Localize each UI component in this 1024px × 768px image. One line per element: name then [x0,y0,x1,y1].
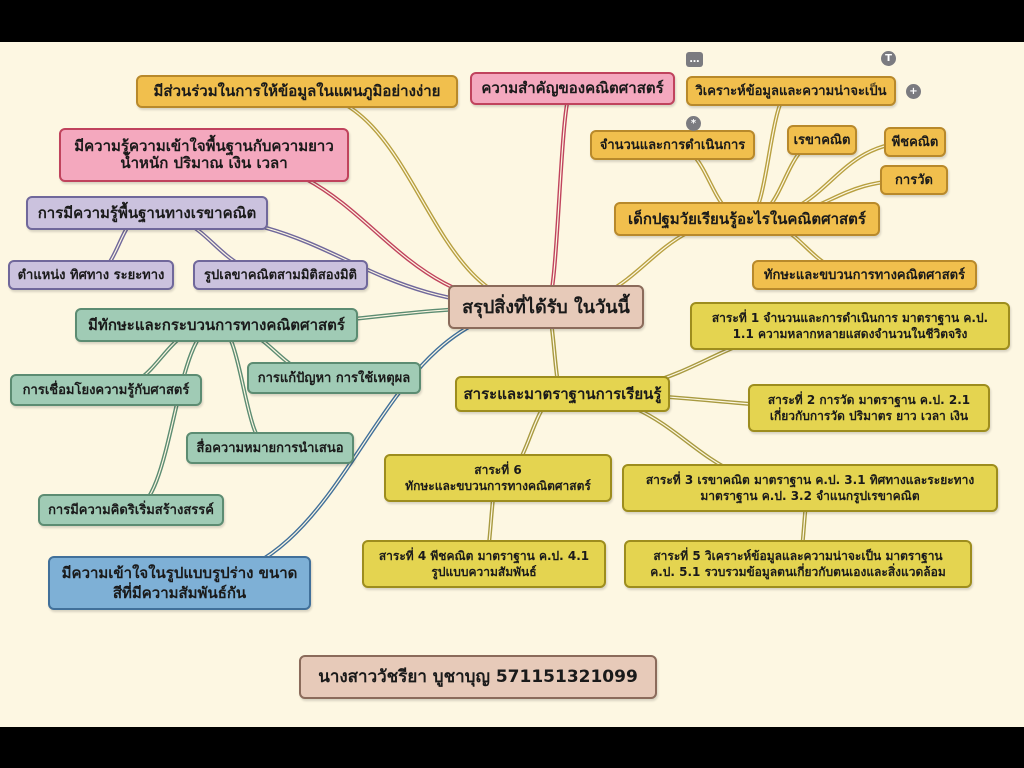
standard-6[interactable]: สาระที่ 6 ทักษะและขบวนการทางคณิตศาสตร์ [384,454,612,502]
subtopic-3d-2d-shapes[interactable]: รูปเลขาคณิตสามมิติสองมิติ [193,260,368,290]
subtopic-connections[interactable]: การเชื่อมโยงความรู้กับศาสตร์ [10,374,202,406]
star-icon[interactable]: * [686,116,701,131]
connector-g-g4 [130,324,217,511]
standard-5[interactable]: สาระที่ 5 วิเคราะห์ข้อมูลและความน่าจะเป็… [624,540,972,588]
add-icon[interactable]: + [906,84,921,99]
topic-patterns[interactable]: มีความเข้าใจในรูปแบบรูปร่าง ขนาด สีที่มี… [48,556,311,610]
more-icon[interactable]: … [686,52,703,67]
subtopic-skills-process[interactable]: ทักษะและขบวนการทางคณิตศาสตร์ [752,260,977,290]
subtopic-position-direction[interactable]: ตำแหน่ง ทิศทาง ระยะทาง [8,260,174,290]
subtopic-creativity[interactable]: การมีความคิดริเริ่มสร้างสรรค์ [38,494,224,526]
topic-measurement-knowledge[interactable]: มีความรู้ความเข้าใจพื้นฐานกับความยาว น้ำ… [59,128,349,182]
subtopic-numbers[interactable]: จำนวนและการดำเนินการ [590,130,755,160]
topic-importance[interactable]: ความสำคัญของคณิตศาสตร์ [470,72,675,105]
topic-math-skills[interactable]: มีทักษะและกระบวนการทางคณิตศาสตร์ [75,308,358,342]
standard-4[interactable]: สาระที่ 4 พีชคณิต มาตราฐาน ค.ป. 4.1 รูปแ… [362,540,606,588]
topic-geometry-basics[interactable]: การมีความรู้พื้นฐานทางเรขาคณิต [26,196,268,230]
central-topic[interactable]: สรุปสิ่งที่ได้รับ ในวันนี้ [448,285,644,329]
standard-3[interactable]: สาระที่ 3 เรขาคณิต มาตราฐาน ค.ป. 3.1 ทิศ… [622,464,998,512]
subtopic-data-analysis[interactable]: วิเคราะห์ข้อมูลและความน่าจะเป็น [686,76,896,106]
subtopic-communication[interactable]: สื่อความหมายการนำเสนอ [186,432,354,464]
text-icon[interactable]: T [881,51,896,66]
topic-standards[interactable]: สาระและมาตราฐานการเรียนรู้ [455,376,670,412]
standard-2[interactable]: สาระที่ 2 การวัด มาตราฐาน ค.ป. 2.1 เกี่ย… [748,384,990,432]
mindmap-canvas: สรุปสิ่งที่ได้รับ ในวันนี้ มีส่วนร่วมในก… [0,42,1024,727]
standard-1[interactable]: สาระที่ 1 จำนวนและการดำเนินการ มาตราฐาน … [690,302,1010,350]
topic-chart-participation[interactable]: มีส่วนร่วมในการให้ข้อมูลในแผนภูมิอย่างง่… [136,75,458,108]
topic-early-childhood[interactable]: เด็กปฐมวัยเรียนรู้อะไรในคณิตศาสตร์ [614,202,880,236]
subtopic-geometry[interactable]: เรขาคณิต [787,125,857,155]
subtopic-algebra[interactable]: พีชคณิต [884,127,946,157]
subtopic-measurement[interactable]: การวัด [880,165,948,195]
author-name: นางสาววัชรียา บูชาบุญ 571151321099 [299,655,657,699]
connector-c-p2 [545,87,574,308]
subtopic-problem-solving[interactable]: การแก้ปัญหา การใช้เหตุผล [247,362,421,394]
